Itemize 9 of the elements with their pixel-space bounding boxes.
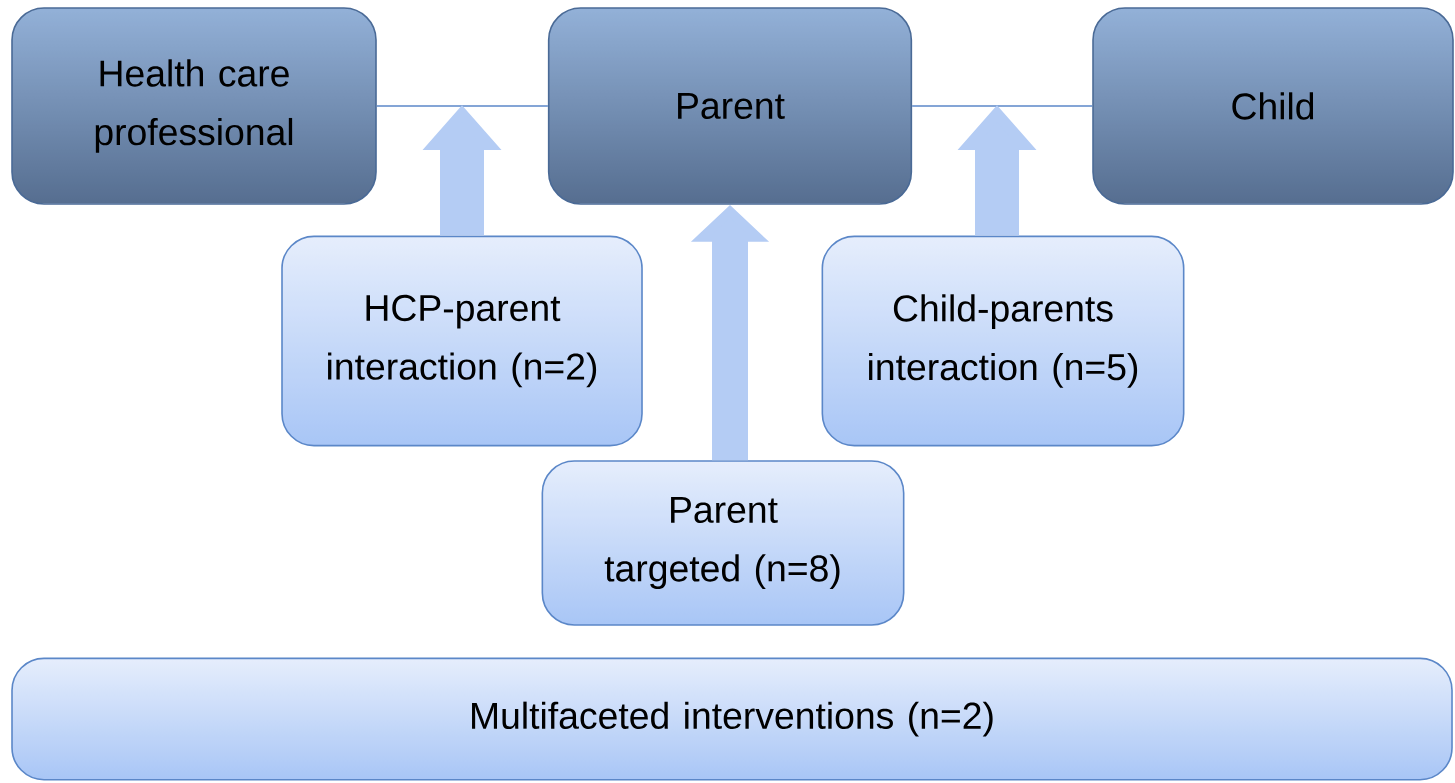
category-box: Parent bbox=[547, 7, 913, 205]
category-box: Health care professional bbox=[11, 7, 377, 205]
connector-line bbox=[376, 105, 549, 107]
category-box: Child bbox=[1092, 7, 1454, 205]
intervention-box: HCP-parent interaction (n=2) bbox=[281, 235, 643, 447]
intervention-box: Multifaceted interventions (n=2) bbox=[11, 657, 1453, 781]
intervention-box: Parent targeted (n=8) bbox=[541, 460, 905, 626]
intervention-box: Child-parents interaction (n=5) bbox=[821, 235, 1185, 447]
connector-line bbox=[911, 105, 1093, 107]
